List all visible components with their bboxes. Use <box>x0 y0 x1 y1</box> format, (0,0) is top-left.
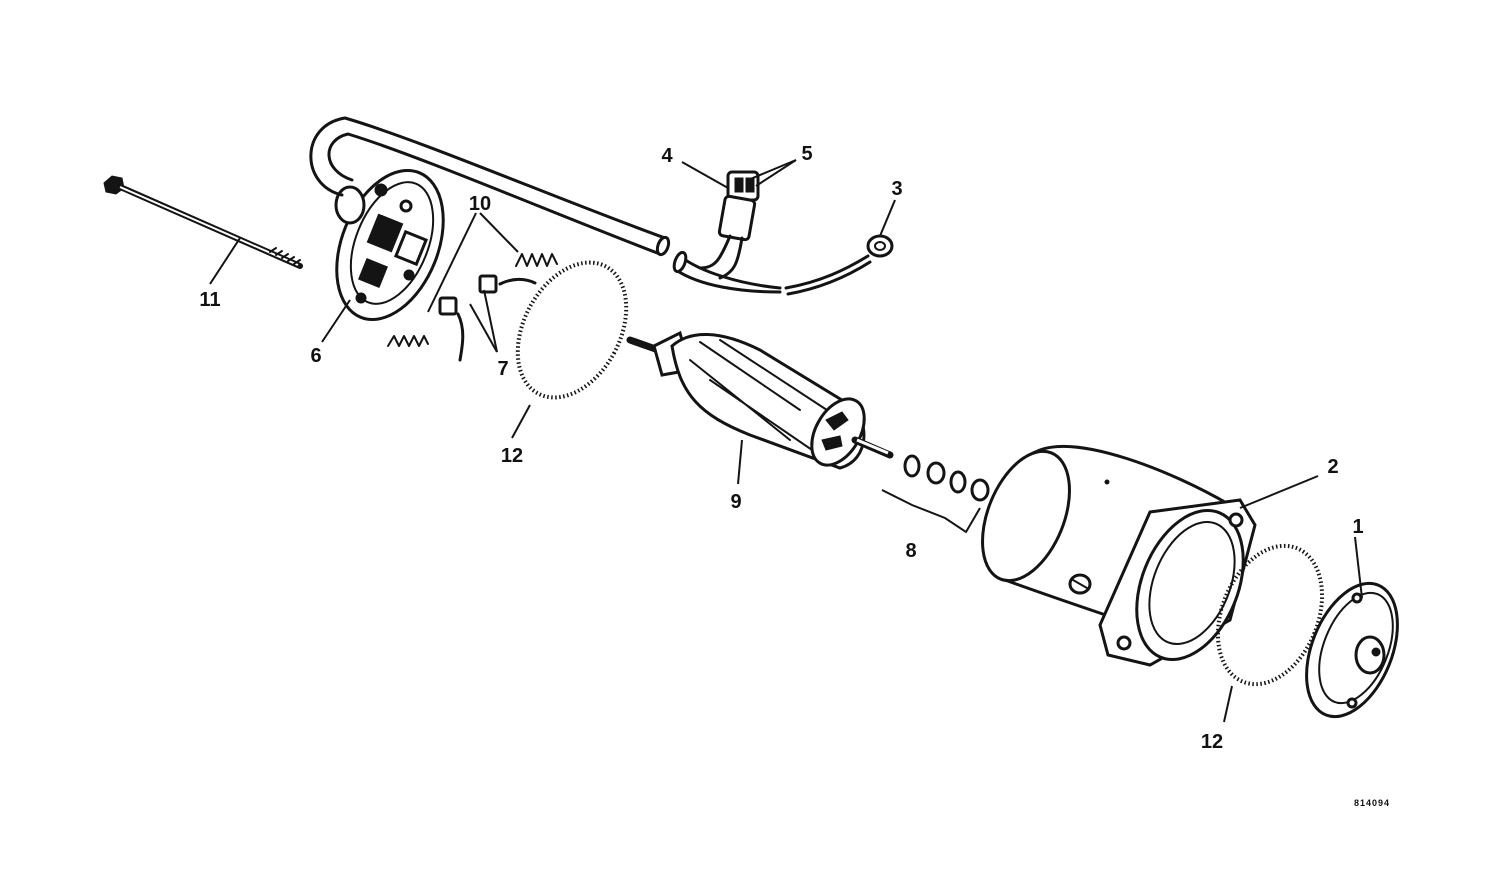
label-part-9: 9 <box>730 491 741 513</box>
thrust-washers <box>903 454 990 502</box>
brush-end-cap <box>334 168 445 322</box>
label-part-12-lower: 12 <box>1201 731 1223 753</box>
label-part-10: 10 <box>469 193 491 215</box>
field-frame-housing <box>981 445 1257 667</box>
through-bolt <box>103 175 303 269</box>
ground-lead <box>784 234 894 296</box>
brushes <box>438 274 537 362</box>
label-part-2: 2 <box>1327 456 1338 478</box>
label-part-5: 5 <box>801 143 812 165</box>
o-ring-upper <box>515 260 629 400</box>
lead-connector <box>672 170 782 294</box>
wiring-harness <box>309 116 671 257</box>
label-part-1: 1 <box>1352 516 1363 538</box>
armature <box>626 330 894 470</box>
label-part-6: 6 <box>310 345 321 367</box>
label-part-3: 3 <box>891 178 902 200</box>
drawing-reference-code: 814094 <box>1354 798 1390 808</box>
label-part-12-upper: 12 <box>501 445 523 467</box>
leader-lines <box>209 159 1363 723</box>
brush-springs <box>387 253 558 347</box>
drive-end-cap <box>1305 581 1399 719</box>
label-part-4: 4 <box>661 145 673 167</box>
label-part-7: 7 <box>497 358 508 380</box>
label-part-11: 11 <box>199 289 220 311</box>
label-part-8: 8 <box>905 540 916 562</box>
